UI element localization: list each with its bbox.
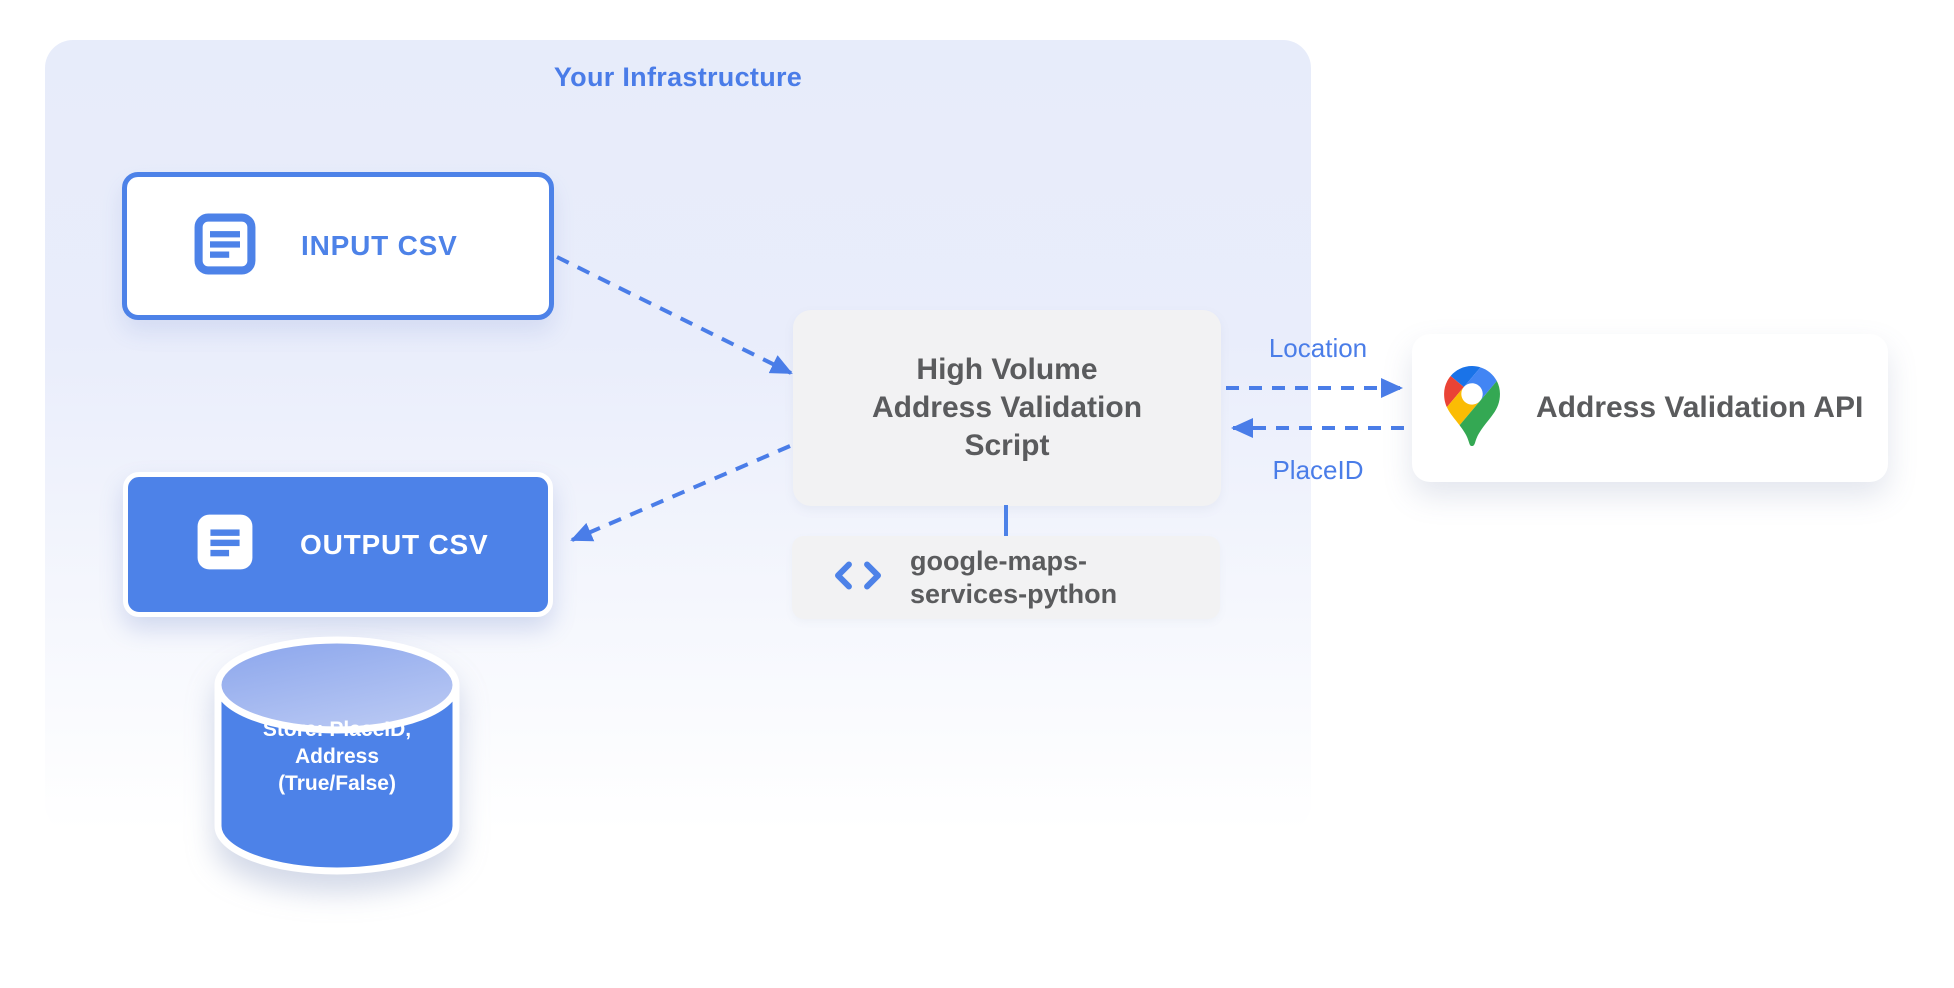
datastore-label: Store: PlaceID, Address (True/False) (262, 718, 412, 795)
database-cylinder (214, 636, 460, 875)
node-input-csv: INPUT CSV (122, 172, 554, 320)
script-library-connector (1004, 505, 1008, 537)
api-label: Address Validation API (1536, 391, 1864, 424)
output-csv-label: OUTPUT CSV (300, 528, 489, 560)
node-library: google-maps- services-python (792, 536, 1220, 619)
edge-label-placeid: PlaceID (1272, 455, 1364, 485)
node-output-csv: OUTPUT CSV (123, 472, 553, 617)
document-icon (190, 506, 260, 583)
google-maps-pin-icon (1444, 365, 1500, 451)
edge-label-location: Location (1268, 333, 1368, 363)
library-label: google-maps- services-python (910, 545, 1118, 609)
infrastructure-title: Your Infrastructure (553, 62, 803, 92)
validation-script-label: High Volume Address Validation Script (871, 353, 1143, 462)
node-address-validation-api: Address Validation API (1412, 334, 1888, 482)
input-csv-label: INPUT CSV (301, 230, 458, 261)
node-validation-script: High Volume Address Validation Script (793, 310, 1221, 506)
code-icon (832, 560, 884, 596)
document-icon (189, 208, 261, 285)
